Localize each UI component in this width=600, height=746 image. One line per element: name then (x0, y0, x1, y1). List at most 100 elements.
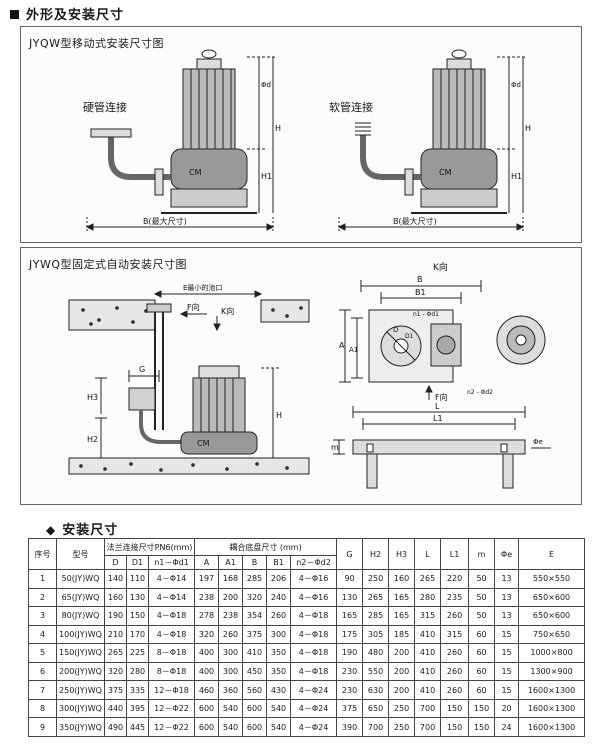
table-cell: 190 (336, 643, 364, 663)
table-cell: 260 (440, 661, 470, 682)
table-cell: 265 (362, 587, 390, 608)
f-dir-bottom: F向 (435, 392, 448, 402)
table-cell: 206 (266, 569, 292, 589)
table-cell: 440 (104, 698, 127, 719)
table-cell: 650 (362, 698, 390, 719)
table-cell: 265 (414, 569, 442, 589)
h2-dim-label: H2 (87, 435, 98, 444)
th-n2: n2－Φd2 (290, 555, 338, 570)
th-a1: A1 (218, 555, 244, 570)
table-cell: 540 (218, 698, 244, 719)
table-cell: 13 (494, 587, 520, 608)
table-cell: 4－Φ24 (290, 698, 338, 719)
table-cell: 750×650 (518, 624, 586, 645)
table-cell: 490 (104, 717, 127, 737)
table-cell: 550×550 (518, 569, 586, 589)
install-dims-table: 序号 型号 法兰连接尺寸PN6(mm) 耦合底盘尺寸 (mm) G H2 H3 … (28, 538, 586, 737)
e-dim-label: E最小的池口 (183, 283, 222, 292)
table-cell: 460 (194, 680, 220, 700)
table-cell: 12－Φ22 (147, 698, 196, 719)
table-cell: 375 (242, 624, 268, 645)
table-cell: 60 (468, 643, 496, 663)
table-cell: 300 (218, 643, 244, 663)
table-cell: 300 (218, 661, 244, 682)
table-cell: 150 (440, 717, 470, 737)
table-cell: 165 (336, 606, 364, 626)
table-cell: 360 (218, 680, 244, 700)
dim-b-left: B(最大尺寸) (143, 216, 187, 226)
table-cell: 20 (494, 698, 520, 719)
table-cell: 160 (104, 587, 127, 608)
table-cell: 230 (336, 680, 364, 700)
th-d: D (104, 555, 127, 570)
table-cell: 4－Φ18 (290, 661, 338, 682)
table-cell: 4－Φ16 (290, 587, 338, 608)
table-cell: 700 (414, 698, 442, 719)
table-cell: 278 (194, 606, 220, 626)
dim-h-right: H (525, 124, 531, 133)
table-cell: 12－Φ22 (147, 717, 196, 737)
table-cell: 540 (266, 717, 292, 737)
table-cell: 168 (218, 569, 244, 589)
l-dim-label: L (435, 402, 440, 411)
table-cell: 260 (440, 680, 470, 700)
table-cell: 395 (126, 698, 149, 719)
table-cell: 160 (388, 569, 416, 589)
th-coupling: 耦合底盘尺寸 (mm) (194, 538, 338, 556)
table-cell: 4－Φ18 (290, 624, 338, 645)
table-cell: 4－Φ16 (290, 569, 338, 589)
th-flange: 法兰连接尺寸PN6(mm) (103, 538, 196, 556)
cm-left: CM (189, 168, 202, 177)
dim-b-right: B(最大尺寸) (393, 216, 437, 226)
table-cell: 100(JY)WQ (56, 624, 105, 645)
table-cell: 700 (414, 717, 442, 737)
table-cell: 315 (414, 606, 442, 626)
table-cell: 15 (494, 661, 520, 682)
table-cell: 175 (336, 624, 364, 645)
table-cell: 1600×1300 (518, 680, 586, 700)
cm-fixed: CM (197, 439, 210, 448)
table-cell: 260 (266, 606, 292, 626)
table-cell: 354 (242, 606, 268, 626)
table-cell: 4 (28, 624, 57, 645)
table-cell: 1 (28, 569, 57, 589)
panel-title-mobile: JYQW型移动式安装尺寸图 (29, 37, 164, 50)
table-cell: 265 (104, 643, 127, 663)
table-cell: 650×600 (518, 606, 586, 626)
table-cell: 600 (194, 698, 220, 719)
coupling-base-plan (339, 280, 546, 400)
b1-dim-label: B1 (415, 288, 426, 297)
table-cell: 445 (126, 717, 149, 737)
hard-pipe-label: 硬管连接 (83, 101, 127, 114)
a1-dim-label: A1 (349, 346, 358, 354)
th-l1: L1 (440, 538, 470, 570)
th-n1: n1－Φd1 (147, 555, 196, 570)
table-cell: 260 (440, 643, 470, 663)
table-cell: 320 (242, 587, 268, 608)
table-cell: 150 (468, 698, 496, 719)
fixed-install-drawing: E最小的池口 F向 K向 G CM H H2 H3 K向 B B1 A A1 n… (68, 261, 551, 489)
th-e: E (518, 538, 586, 570)
table-cell: 410 (242, 643, 268, 663)
table-cell: 4－Φ14 (147, 587, 196, 608)
table-cell: 8－Φ18 (147, 661, 196, 682)
table-cell: 320 (104, 661, 127, 682)
table-cell: 2 (28, 587, 57, 608)
table-cell: 130 (126, 587, 149, 608)
table-cell: 410 (414, 643, 442, 663)
install-dims-title: ◆安装尺寸 (46, 523, 119, 538)
dim-phi-right: Φd (511, 81, 521, 89)
table-cell: 350 (266, 643, 292, 663)
table-cell: 200 (388, 680, 416, 700)
table-cell: 13 (494, 606, 520, 626)
table-cell: 280 (414, 587, 442, 608)
table-cell: 190 (104, 606, 127, 626)
table-cell: 410 (414, 680, 442, 700)
table-cell: 225 (126, 643, 149, 663)
table-cell: 300(JY)WQ (56, 698, 105, 719)
